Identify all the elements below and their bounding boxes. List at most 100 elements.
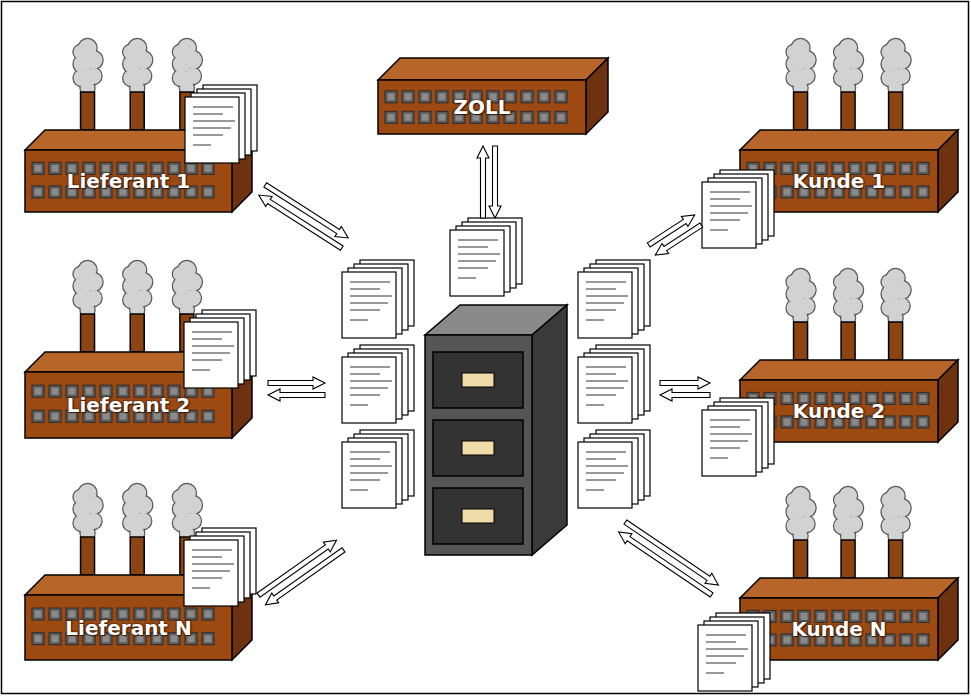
text-line [193, 107, 233, 108]
window-pane [886, 418, 893, 425]
document-stack [184, 310, 256, 388]
window [917, 392, 929, 404]
chimney [130, 314, 144, 352]
flow-arrow [660, 389, 710, 401]
text-line [586, 388, 624, 389]
text-line [710, 213, 748, 214]
smoke-fill [882, 275, 896, 289]
window-pane [903, 613, 910, 620]
text-line [350, 459, 380, 460]
flow-arrow [268, 377, 325, 389]
window-pane [920, 188, 927, 195]
window-pane [52, 635, 59, 642]
window [781, 634, 793, 646]
window-pane [35, 188, 42, 195]
text-line [193, 121, 235, 122]
document [342, 357, 396, 423]
document-stack [578, 430, 650, 508]
text-line [350, 282, 390, 283]
window-pane [903, 188, 910, 195]
window [385, 111, 397, 123]
factory-building: Kunde 2 [740, 380, 938, 442]
document [702, 182, 756, 248]
smoke-cloud [172, 260, 203, 318]
window-pane [52, 611, 59, 618]
window [900, 610, 912, 622]
smoke-cloud [880, 268, 911, 326]
smoke-fill [787, 493, 801, 507]
document-stack [342, 345, 414, 423]
text-line [586, 303, 624, 304]
text-line [192, 360, 222, 361]
text-line [350, 374, 380, 375]
text-line [192, 550, 232, 551]
document [698, 625, 752, 691]
text-line [586, 395, 616, 396]
text-line [192, 370, 210, 371]
document [578, 442, 632, 508]
text-line [586, 296, 628, 297]
text-line [586, 381, 628, 382]
window [32, 162, 44, 174]
document [450, 230, 504, 296]
window [917, 186, 929, 198]
smoke-cloud [72, 483, 103, 541]
building-label: Kunde N [791, 617, 886, 641]
text-line [458, 240, 498, 241]
window [32, 633, 44, 645]
window-pane [35, 413, 42, 420]
building [25, 38, 252, 212]
flow-arrow [262, 545, 347, 610]
text-line [710, 458, 728, 459]
text-line [350, 289, 380, 290]
text-line [192, 353, 230, 354]
smoke-fill [834, 493, 848, 507]
chimney [81, 537, 95, 575]
window [49, 410, 61, 422]
text-line [458, 254, 500, 255]
smoke-cloud [172, 38, 203, 96]
smoke-fill [787, 45, 801, 59]
document-stack [698, 613, 770, 691]
chimney [889, 322, 903, 360]
building-label: Lieferant 2 [67, 393, 190, 417]
chimney [794, 322, 808, 360]
chimney [81, 314, 95, 352]
side-wall [938, 578, 958, 660]
filing-cabinet [425, 305, 567, 555]
text-line [586, 289, 616, 290]
document [578, 357, 632, 423]
window-pane [388, 93, 395, 100]
document [702, 410, 756, 476]
document-stack [578, 345, 650, 423]
window-pane [784, 418, 791, 425]
text-line [458, 268, 488, 269]
window-pane [205, 165, 212, 172]
window-pane [388, 114, 395, 121]
document-stack [450, 218, 522, 296]
window [917, 162, 929, 174]
smoke-cloud [880, 38, 911, 96]
building-label: Lieferant 1 [67, 169, 190, 193]
window-pane [541, 114, 548, 121]
window-pane [422, 93, 429, 100]
text-line [586, 452, 626, 453]
smoke-fill [123, 267, 137, 281]
factory-building: Lieferant N [25, 595, 232, 660]
window-pane [903, 636, 910, 643]
text-line [192, 564, 234, 565]
building-label: Kunde 2 [793, 399, 885, 423]
factory-building: Lieferant 2 [25, 372, 232, 438]
document-stack [702, 398, 774, 476]
document-stack [184, 528, 256, 606]
text-line [586, 367, 626, 368]
document [342, 272, 396, 338]
smoke-fill [123, 490, 137, 504]
window [781, 610, 793, 622]
text-line [586, 320, 604, 321]
window [32, 186, 44, 198]
window-pane [439, 93, 446, 100]
document [184, 540, 238, 606]
text-line [706, 673, 724, 674]
drawer-label [462, 509, 494, 523]
